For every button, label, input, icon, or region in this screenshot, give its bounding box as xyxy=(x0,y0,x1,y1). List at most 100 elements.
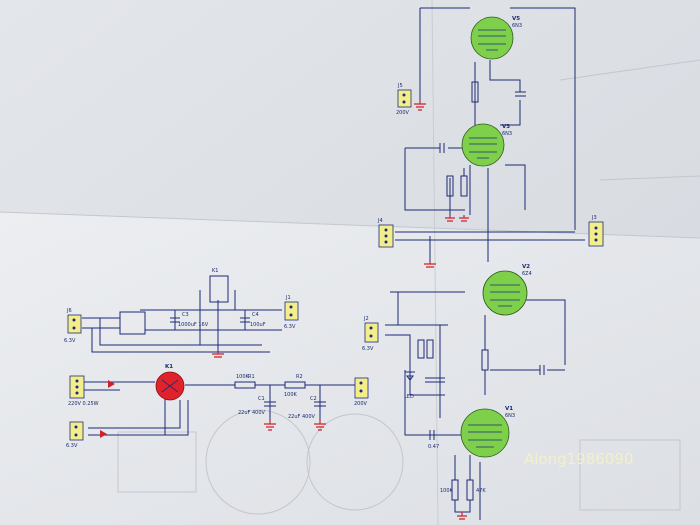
connector-pin xyxy=(359,381,363,385)
label-c4-val: 100uF xyxy=(250,322,266,328)
paper-sheet-front xyxy=(0,212,700,525)
connector-pin xyxy=(75,379,79,383)
connector-pin xyxy=(289,313,293,317)
label-j2: J2 xyxy=(363,316,369,322)
wire xyxy=(489,60,521,92)
label-c3-val: 1000uF 16V xyxy=(178,322,209,328)
label-j5: J5 xyxy=(397,83,403,89)
vacuum-tube-v5 xyxy=(470,16,514,60)
connector-pin xyxy=(75,391,79,395)
output-section: 0.47 100K 47K V1 6N3 xyxy=(404,370,515,520)
connector-pin xyxy=(594,232,598,236)
wire xyxy=(510,7,576,230)
label-j4: J4 xyxy=(377,218,383,224)
ground-arrow xyxy=(100,430,107,438)
connector-hv-out xyxy=(354,377,369,399)
vacuum-tube-v3 xyxy=(461,123,505,167)
vacuum-tube-v1 xyxy=(460,408,510,458)
label-c4: C4 xyxy=(252,312,259,318)
ground-symbol xyxy=(459,215,469,222)
regulator-7805 xyxy=(209,275,229,303)
connector-j1 xyxy=(284,301,299,321)
ground-symbol xyxy=(414,100,426,111)
label-hv-out: 200V xyxy=(354,401,368,407)
label-c1: C1 xyxy=(258,396,265,402)
ground-symbol xyxy=(424,262,436,268)
label-6v3-right: 6.3V xyxy=(284,324,296,330)
connector-j2 xyxy=(364,322,379,343)
label-j6: J6 xyxy=(66,308,72,314)
connector-pin xyxy=(384,240,388,244)
resistor xyxy=(426,339,434,359)
tube-electrodes xyxy=(490,284,520,307)
connector-pin xyxy=(402,100,406,104)
connector-pin xyxy=(72,326,76,330)
wire xyxy=(520,299,566,365)
connector-j5 xyxy=(397,89,412,108)
ground-symbol xyxy=(445,215,455,222)
tube-electrodes xyxy=(478,29,506,51)
label-lamp-a: 6.3V xyxy=(64,338,76,344)
connector-pin xyxy=(289,305,293,309)
label-k1: K1 xyxy=(165,364,173,370)
label-v5: V5 xyxy=(512,16,520,22)
upper-amplifier-section: J5 200V V5 6N3 V3 6N3 J4 J3 xyxy=(377,7,604,268)
power-supply-section: K1 C3 1000uF 16V C4 100uF J6 6.3V J1 6.3… xyxy=(64,268,369,449)
connector-pin xyxy=(594,226,598,230)
wire xyxy=(88,400,189,436)
label-v1-sub: 6.3V xyxy=(66,443,78,449)
label-ac-in: 220V 0.25W xyxy=(68,401,99,407)
wire xyxy=(500,100,521,126)
resistor xyxy=(417,339,425,359)
label-c5-val: 0.47 xyxy=(428,444,439,450)
resistor-r1 xyxy=(234,381,256,389)
label-j3: J3 xyxy=(591,215,597,221)
capacitor-c1 xyxy=(264,401,276,407)
capacitor-c4 xyxy=(240,317,250,323)
label-r2: R2 xyxy=(296,374,303,380)
label-hv-top: 200V xyxy=(396,110,410,116)
label-r2-val: 100K xyxy=(284,392,298,398)
label-c1-val: 22uF 400V xyxy=(238,410,266,416)
label-v3: V3 xyxy=(502,124,510,130)
label-c2: C2 xyxy=(310,396,317,402)
connector-pin xyxy=(384,228,388,232)
led-diode xyxy=(405,371,415,381)
connector-pin xyxy=(369,326,373,330)
capacitor-c5 xyxy=(429,430,435,440)
capacitor xyxy=(539,365,545,375)
connector-lower-left xyxy=(69,421,84,441)
label-c3: C3 xyxy=(182,312,189,318)
rectifier-section: LED V2 6Z4 J2 6.3V xyxy=(362,264,566,400)
resistor xyxy=(466,479,474,501)
paper-fold xyxy=(0,211,700,239)
connector-pin xyxy=(75,385,79,389)
connector-pin xyxy=(74,433,78,437)
ground-symbol xyxy=(264,420,276,431)
connector-pin xyxy=(72,318,76,322)
label-r1: R1 xyxy=(248,374,255,380)
capacitor xyxy=(439,143,445,153)
connector-pin xyxy=(74,425,78,429)
watermark: Along1986090 xyxy=(524,450,633,468)
label-c2-val: 22uF 400V xyxy=(288,414,316,420)
capacitor xyxy=(425,377,445,383)
label-r1-val: 100K xyxy=(236,374,250,380)
connector-j6 xyxy=(67,314,82,334)
ground-symbol xyxy=(457,512,467,520)
label-v1: V1 xyxy=(505,406,513,412)
rectifier-symbol xyxy=(161,379,179,393)
ground-symbol xyxy=(212,352,224,358)
ground-arrow xyxy=(108,380,115,388)
label-j1: J1 xyxy=(285,295,291,301)
connector-pin xyxy=(369,334,373,338)
tube-electrodes xyxy=(468,424,502,448)
wire xyxy=(505,164,526,210)
wire xyxy=(88,400,181,429)
regulator-chip xyxy=(119,311,146,335)
connector-pin xyxy=(384,234,388,238)
tube-electrodes xyxy=(469,137,497,159)
label-tube-3-type: 6N3 xyxy=(502,131,512,137)
label-tube-2-type: 6Z4 xyxy=(522,271,532,277)
